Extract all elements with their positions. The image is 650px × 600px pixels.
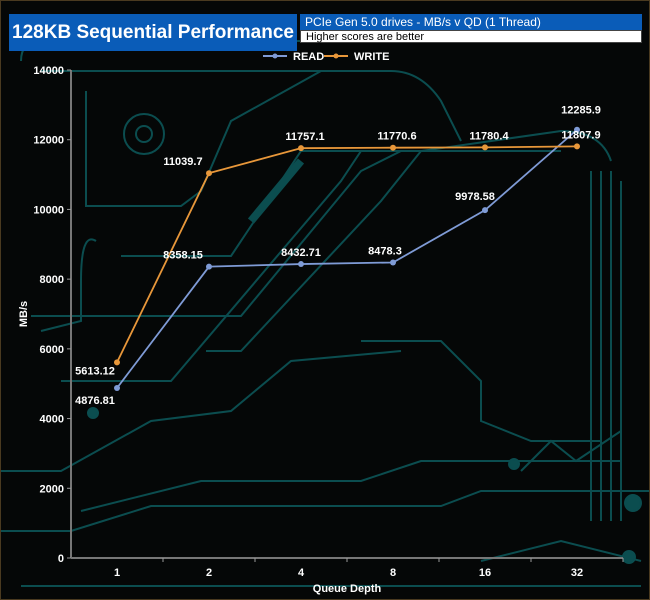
data-label: 11807.9 bbox=[561, 129, 600, 141]
data-point-write bbox=[390, 144, 396, 151]
y-axis-title: MB/s bbox=[18, 301, 30, 327]
data-label: 8432.71 bbox=[281, 247, 321, 259]
y-tick-label: 10000 bbox=[33, 204, 64, 216]
y-tick-label: 4000 bbox=[40, 414, 64, 426]
legend: READ WRITE bbox=[263, 51, 389, 63]
data-label: 11770.6 bbox=[377, 131, 416, 143]
legend-label-write: WRITE bbox=[354, 51, 389, 63]
data-label: 9978.58 bbox=[455, 191, 495, 203]
y-tick-label: 8000 bbox=[40, 274, 64, 286]
chart-subtitle: PCIe Gen 5.0 drives - MB/s v QD (1 Threa… bbox=[300, 14, 642, 30]
data-point-write bbox=[574, 143, 580, 150]
x-tick-label: 8 bbox=[390, 567, 396, 579]
data-label: 5613.12 bbox=[75, 365, 115, 377]
data-label: 8478.3 bbox=[368, 245, 402, 257]
data-point-read bbox=[574, 126, 580, 133]
legend-label-read: READ bbox=[293, 51, 324, 63]
legend-marker bbox=[272, 53, 278, 59]
data-label: 8358.15 bbox=[163, 250, 203, 262]
data-point-read bbox=[390, 259, 396, 266]
data-label: 12285.9 bbox=[561, 105, 601, 117]
x-tick-label: 4 bbox=[298, 567, 305, 579]
x-tick-label: 2 bbox=[206, 567, 212, 579]
y-tick-label: 14000 bbox=[33, 65, 64, 77]
data-point-read bbox=[114, 385, 120, 392]
data-label: 11039.7 bbox=[163, 156, 202, 168]
y-tick-label: 6000 bbox=[40, 344, 64, 356]
x-tick-label: 16 bbox=[479, 567, 491, 579]
data-point-write bbox=[298, 145, 304, 152]
x-tick-label: 1 bbox=[114, 567, 120, 579]
data-point-write bbox=[114, 359, 120, 366]
series-line-write bbox=[116, 145, 578, 363]
data-point-read bbox=[482, 207, 488, 214]
chart-title: 128KB Sequential Performance bbox=[9, 14, 297, 51]
data-point-write bbox=[482, 144, 488, 151]
chart-note: Higher scores are better bbox=[300, 30, 642, 43]
x-tick-label: 32 bbox=[571, 567, 583, 579]
y-tick-label: 2000 bbox=[40, 483, 64, 495]
data-label: 11757.1 bbox=[285, 131, 324, 143]
y-tick-label: 0 bbox=[58, 553, 64, 565]
series-line-read bbox=[116, 129, 578, 389]
circuit-background bbox=[1, 40, 649, 587]
legend-marker bbox=[333, 53, 339, 59]
x-axis-title: Queue Depth bbox=[313, 583, 382, 595]
data-point-read bbox=[206, 263, 212, 270]
data-point-read bbox=[298, 261, 304, 268]
data-label: 4876.81 bbox=[75, 395, 115, 407]
data-label: 11780.4 bbox=[469, 130, 509, 142]
data-point-write bbox=[206, 170, 212, 177]
series-group: 4876.81 8358.15 8432.71 8478.3 9978.58 12285.… bbox=[75, 105, 601, 407]
y-tick-label: 12000 bbox=[33, 135, 64, 147]
axes: 0 2000 4000 6000 8000 10000 12000 14000 1 2 4 8 16 32… bbox=[18, 65, 624, 595]
